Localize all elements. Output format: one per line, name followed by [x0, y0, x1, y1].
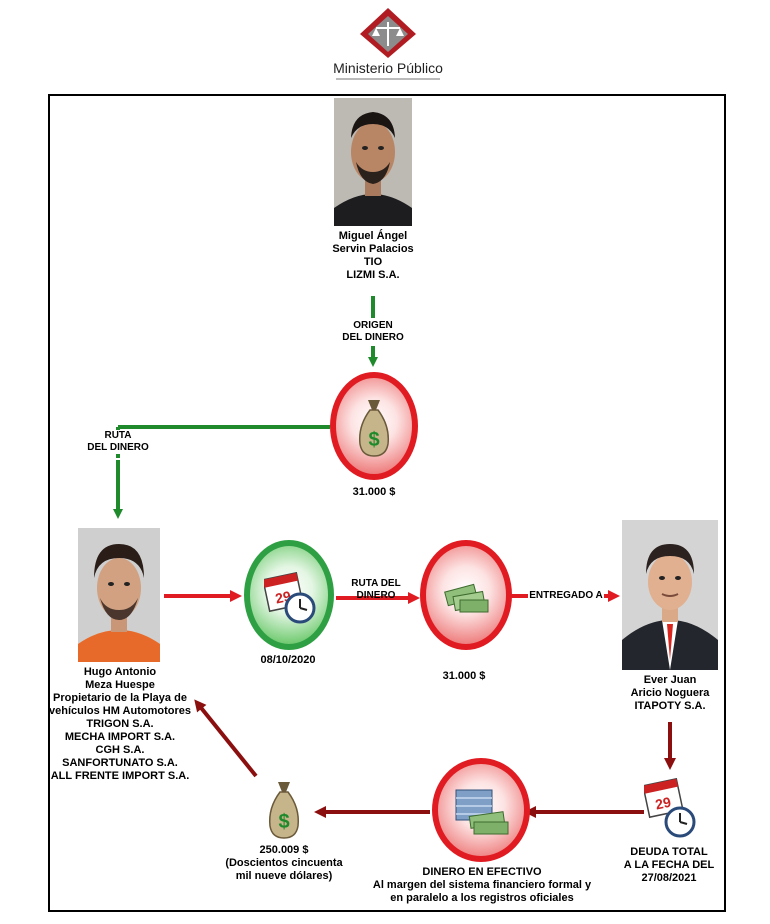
svg-text:$: $ — [368, 429, 379, 451]
debt-line: A LA FECHA DEL — [623, 859, 715, 871]
route-left-label: RUTA DEL DINERO — [76, 430, 160, 454]
hugo-line: SANFORTUNATO S.A. — [62, 757, 178, 769]
bank-building-cash-icon — [455, 789, 509, 835]
money-bottom-line: mil nueve dólares) — [235, 870, 333, 882]
miguel-label: Miguel Ángel Servin Palacios TIO LIZMI S… — [300, 230, 446, 282]
hugo-label: Hugo Antonio Meza Huespe Propietario de … — [44, 666, 196, 783]
hugo-line: vehículos HM Automotores — [49, 705, 191, 717]
origin-line: ORIGEN — [353, 320, 393, 331]
ministerio-logo — [352, 6, 424, 58]
person-portrait-icon — [78, 528, 160, 662]
money-bottom-bag: $ — [266, 778, 302, 840]
hugo-line: Propietario de la Playa de — [53, 692, 187, 704]
route-left-line: DEL DINERO — [87, 442, 149, 453]
cash-bottom-label: DINERO EN EFECTIVO Al margen del sistema… — [350, 866, 614, 905]
hugo-line: TRIGON S.A. — [86, 718, 154, 730]
ever-line: ITAPOTY S.A. — [634, 700, 706, 712]
money-bottom-label: 250.009 $ (Doscientos cincuenta mil nuev… — [214, 844, 354, 883]
hugo-line: MECHA IMPORT S.A. — [64, 731, 176, 743]
money-bottom-line: 250.009 $ — [259, 844, 309, 856]
cash-stack-icon — [444, 583, 489, 613]
ever-line: Ever Juan — [643, 674, 697, 686]
debt-line: DEUDA TOTAL — [630, 846, 708, 858]
scales-of-justice-icon — [360, 8, 416, 58]
diagram-frame — [48, 94, 726, 912]
money-bottom-line: (Doscientos cincuenta — [225, 857, 343, 869]
cash-mid-amount: 31.000 $ — [442, 670, 486, 682]
money-bag-icon: $ — [358, 400, 390, 457]
miguel-line: LIZMI S.A. — [346, 269, 400, 281]
hugo-photo — [78, 528, 160, 662]
ever-photo — [622, 520, 718, 670]
hugo-line: Meza Huespe — [85, 679, 155, 691]
hugo-line: ALL FRENTE IMPORT S.A. — [50, 770, 190, 782]
date-circle: 29 — [244, 540, 334, 650]
svg-text:29: 29 — [654, 794, 673, 813]
cash-mid-circle — [420, 540, 512, 650]
miguel-line: TIO — [363, 256, 383, 268]
miguel-line: Miguel Ángel — [338, 230, 408, 242]
route-left-line: RUTA — [104, 430, 132, 441]
origin-line: DEL DINERO — [342, 332, 404, 343]
debt-calendar-clock: 29 — [642, 777, 696, 840]
route-mid-label: RUTA DEL DINERO — [346, 578, 406, 602]
hugo-line: Hugo Antonio — [83, 666, 157, 678]
cash-bottom-circle — [432, 758, 530, 862]
money-top-circle: $ — [330, 372, 418, 480]
svg-text:$: $ — [278, 811, 289, 833]
arrow-bag-to-hugo — [194, 699, 258, 778]
logo-subtitle-line — [336, 78, 440, 80]
ever-line: Aricio Noguera — [630, 687, 710, 699]
person-portrait-icon — [622, 520, 718, 670]
hugo-line: CGH S.A. — [95, 744, 145, 756]
debt-line: 27/08/2021 — [641, 872, 697, 884]
calendar-clock-icon: 29 — [264, 572, 316, 624]
cash-bottom-line: en paralelo a los registros oficiales — [390, 892, 574, 904]
miguel-line: Servin Palacios — [332, 243, 414, 255]
cash-bottom-line: DINERO EN EFECTIVO — [422, 866, 542, 878]
ever-label: Ever Juan Aricio Noguera ITAPOTY S.A. — [600, 674, 740, 713]
route-mid-line: RUTA DEL — [351, 578, 401, 589]
delivered-label: ENTREGADO A — [528, 589, 604, 602]
calendar-clock-icon: 29 — [642, 777, 696, 838]
money-bag-icon: $ — [268, 782, 300, 839]
miguel-photo — [334, 98, 412, 226]
organization-name: Ministerio Público — [333, 60, 443, 76]
debt-label: DEUDA TOTAL A LA FECHA DEL 27/08/2021 — [610, 846, 728, 885]
origin-label: ORIGEN DEL DINERO — [330, 320, 416, 344]
route-mid-line: DINERO — [356, 590, 396, 601]
date-mid-value: 08/10/2020 — [260, 654, 316, 666]
cash-bottom-line: Al margen del sistema financiero formal … — [372, 879, 592, 891]
money-top-amount: 31.000 $ — [352, 486, 396, 498]
person-portrait-icon — [334, 98, 412, 226]
